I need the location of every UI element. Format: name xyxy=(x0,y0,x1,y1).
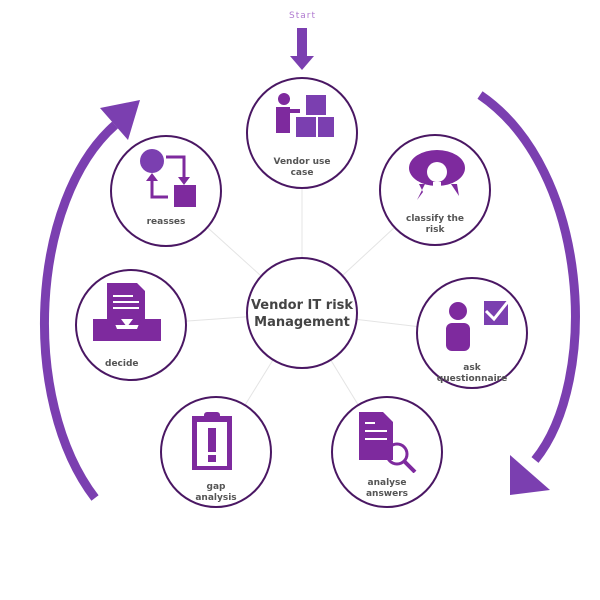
clockwise-arrow-right xyxy=(477,91,580,463)
step-decide[interactable]: decide xyxy=(75,269,187,381)
start-label: Start xyxy=(289,11,316,21)
person-checkbox-icon xyxy=(446,298,512,351)
start-arrowhead xyxy=(290,56,314,70)
clockwise-arrow-left xyxy=(40,121,118,501)
step-label: decide xyxy=(105,359,139,369)
step-label: reasses xyxy=(146,217,186,227)
arrowhead-right xyxy=(510,455,550,495)
arrowhead-left xyxy=(100,100,140,140)
cycle-shapes-icon xyxy=(140,149,196,207)
inbox-document-icon xyxy=(93,283,161,341)
document-magnifier-icon xyxy=(359,412,417,473)
brain-lightbulb-icon xyxy=(409,150,465,200)
clipboard-exclamation-icon xyxy=(192,412,232,470)
step-reasses[interactable]: reasses xyxy=(110,135,222,247)
start-arrow-shaft xyxy=(297,28,307,58)
presenter-boxes-icon xyxy=(276,93,334,137)
